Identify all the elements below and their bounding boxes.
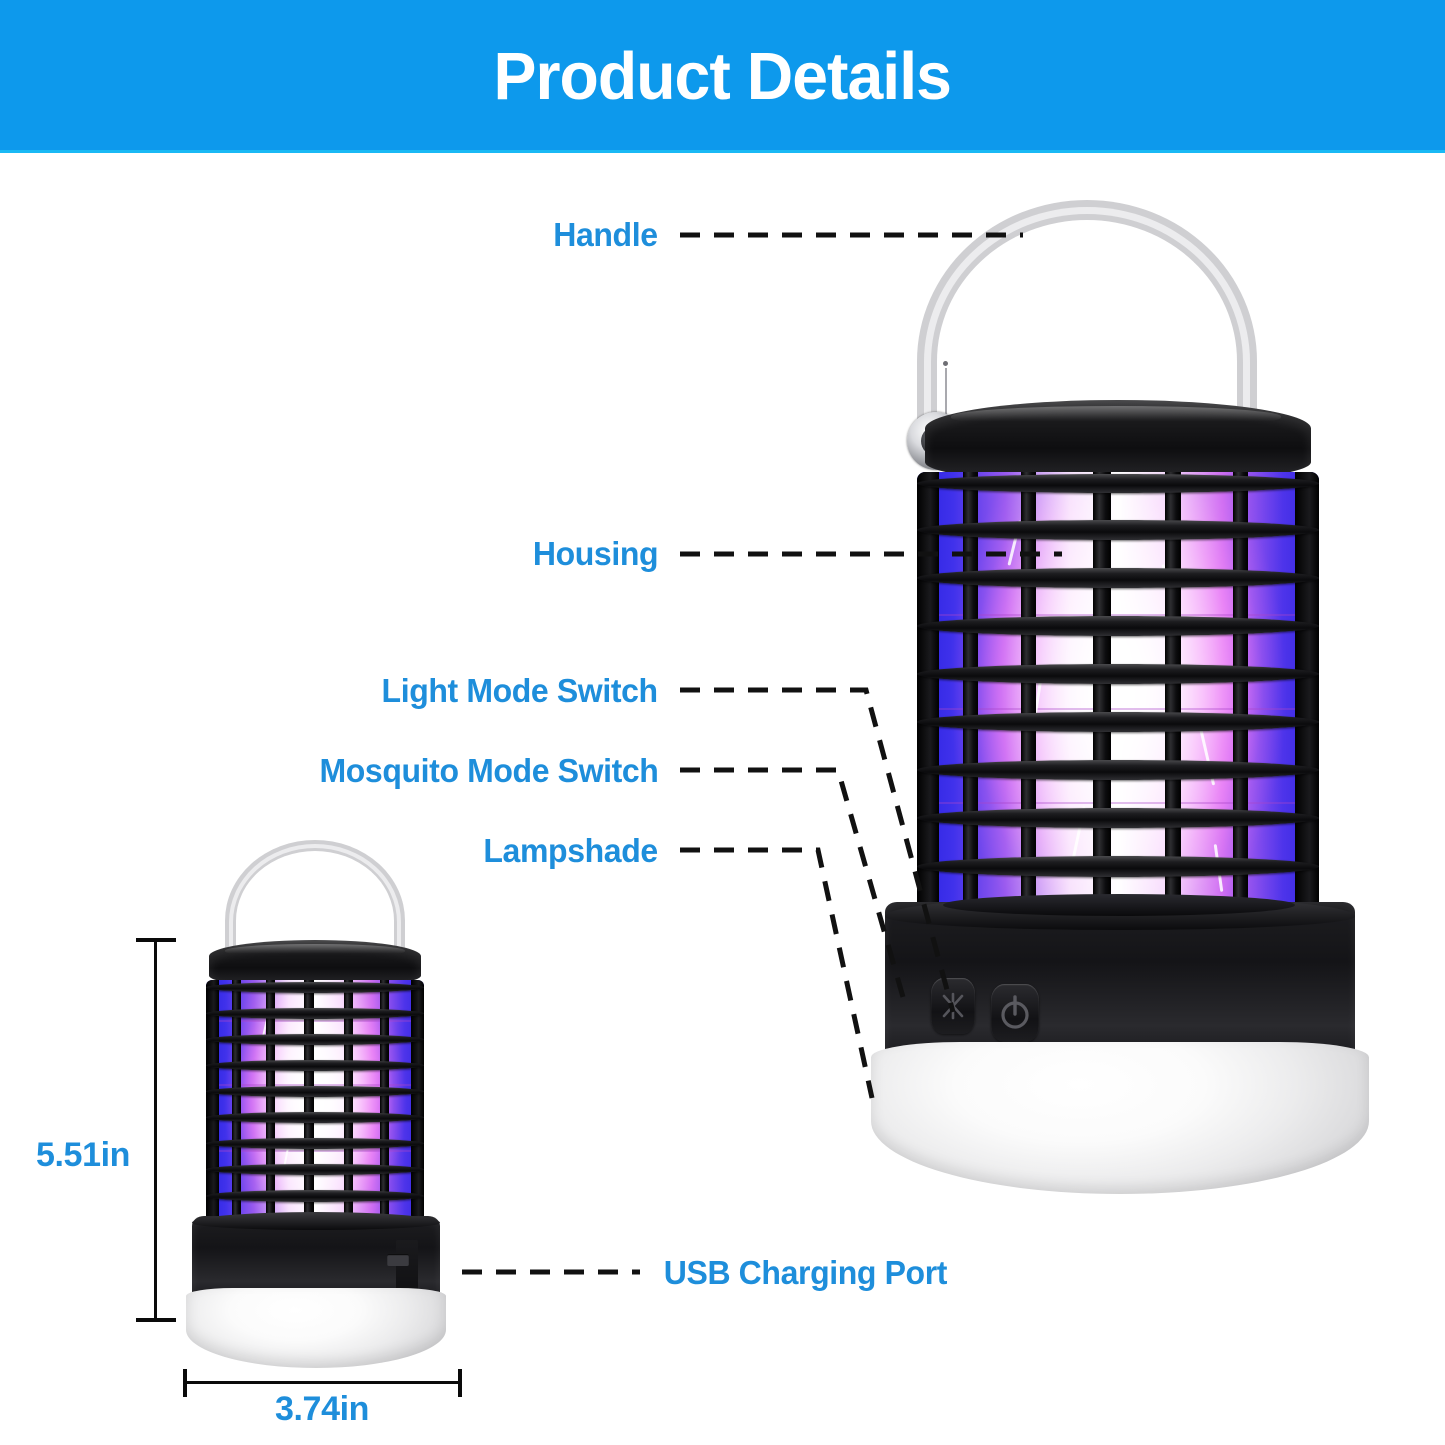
dimension-line-height bbox=[154, 940, 157, 1322]
callout-label-mosquito-mode-switch: Mosquito Mode Switch bbox=[319, 752, 658, 789]
leader-line-lampshade bbox=[680, 847, 875, 1099]
top-cap-highlight-small bbox=[225, 944, 405, 958]
dimension-line-width bbox=[184, 1381, 462, 1384]
top-cap bbox=[925, 400, 1311, 484]
top-cap-highlight bbox=[951, 406, 1281, 428]
handle-highlight bbox=[924, 207, 1250, 457]
callout-label-usb-charging-port: USB Charging Port bbox=[663, 1254, 948, 1291]
product-image-main bbox=[855, 196, 1410, 1196]
dimension-label-height: 5.51in bbox=[36, 1136, 130, 1174]
page-title: Product Details bbox=[493, 38, 952, 114]
mosquito-mode-button[interactable] bbox=[931, 978, 975, 1034]
page-header: Product Details bbox=[0, 0, 1445, 152]
handle-seam bbox=[945, 368, 947, 418]
header-underline bbox=[0, 150, 1445, 153]
power-icon bbox=[1001, 995, 1029, 1029]
housing-cage bbox=[917, 472, 1319, 924]
lampshade-part bbox=[871, 1042, 1369, 1194]
usb-charging-port-part bbox=[387, 1254, 409, 1266]
callout-label-light-mode-switch: Light Mode Switch bbox=[381, 672, 659, 709]
handle-rivet bbox=[943, 361, 948, 366]
base-inner-rim bbox=[943, 894, 1295, 916]
product-image-dimensioned bbox=[180, 836, 480, 1368]
housing-cage-small bbox=[206, 980, 424, 1226]
callout-label-lampshade: Lampshade bbox=[483, 832, 659, 869]
light-mode-button[interactable] bbox=[991, 984, 1039, 1042]
dimension-cap-height-bottom bbox=[136, 1318, 176, 1322]
mosquito-icon bbox=[942, 992, 964, 1020]
dimension-cap-height-top bbox=[136, 938, 176, 942]
base-top-lip-small bbox=[192, 1212, 440, 1230]
dimension-cap-width-right bbox=[458, 1369, 462, 1397]
handle-highlight-small bbox=[229, 844, 401, 970]
callout-label-handle: Handle bbox=[553, 216, 659, 253]
uv-lamp-glow bbox=[917, 472, 1319, 924]
dimension-cap-width-left bbox=[183, 1369, 187, 1397]
callout-label-housing: Housing bbox=[532, 535, 659, 572]
lampshade-part-small bbox=[186, 1288, 446, 1368]
dimension-label-width: 3.74in bbox=[275, 1390, 369, 1428]
